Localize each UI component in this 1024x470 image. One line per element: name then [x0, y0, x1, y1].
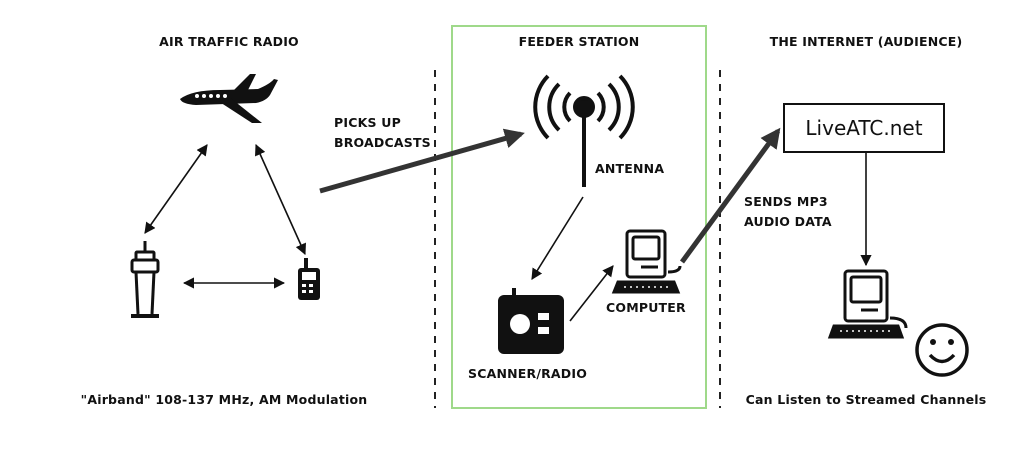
antenna-icon [533, 74, 635, 187]
label-picks-up: PICKS UP BROADCASTS [334, 115, 431, 150]
arrow-antenna-scanner [531, 196, 584, 280]
arrow-plane-radio [255, 143, 306, 256]
scanner-radio-icon [498, 288, 564, 354]
arrow-sends-data [679, 127, 781, 264]
label-sends: SENDS MP3 AUDIO DATA [744, 194, 832, 229]
label-computer: COMPUTER [606, 300, 686, 315]
caption-air: "Airband" 108-137 MHz, AM Modulation [80, 392, 368, 407]
arrow-scanner-computer [569, 265, 614, 322]
arrow-picks-up [319, 128, 525, 194]
handheld-radio-icon [298, 258, 320, 300]
computer-icon [611, 229, 682, 294]
section-title-air: AIR TRAFFIC RADIO [159, 34, 299, 49]
label-scanner: SCANNER/RADIO [468, 366, 588, 381]
airplane-icon [180, 74, 278, 123]
section-title-feeder: FEEDER STATION [518, 34, 640, 49]
liveatc-site-name: LiveATC.net [805, 116, 923, 140]
liveatc-box: LiveATC.net [783, 103, 945, 153]
section-title-internet: THE INTERNET (AUDIENCE) [769, 34, 963, 49]
smiley-face-icon [915, 323, 969, 377]
arrow-tower-plane [144, 144, 208, 234]
audience-computer-icon [827, 269, 908, 339]
caption-internet: Can Listen to Streamed Channels [745, 392, 987, 407]
control-tower-icon [130, 241, 160, 318]
feeder-station-box [451, 25, 707, 409]
label-antenna: ANTENNA [595, 161, 665, 176]
